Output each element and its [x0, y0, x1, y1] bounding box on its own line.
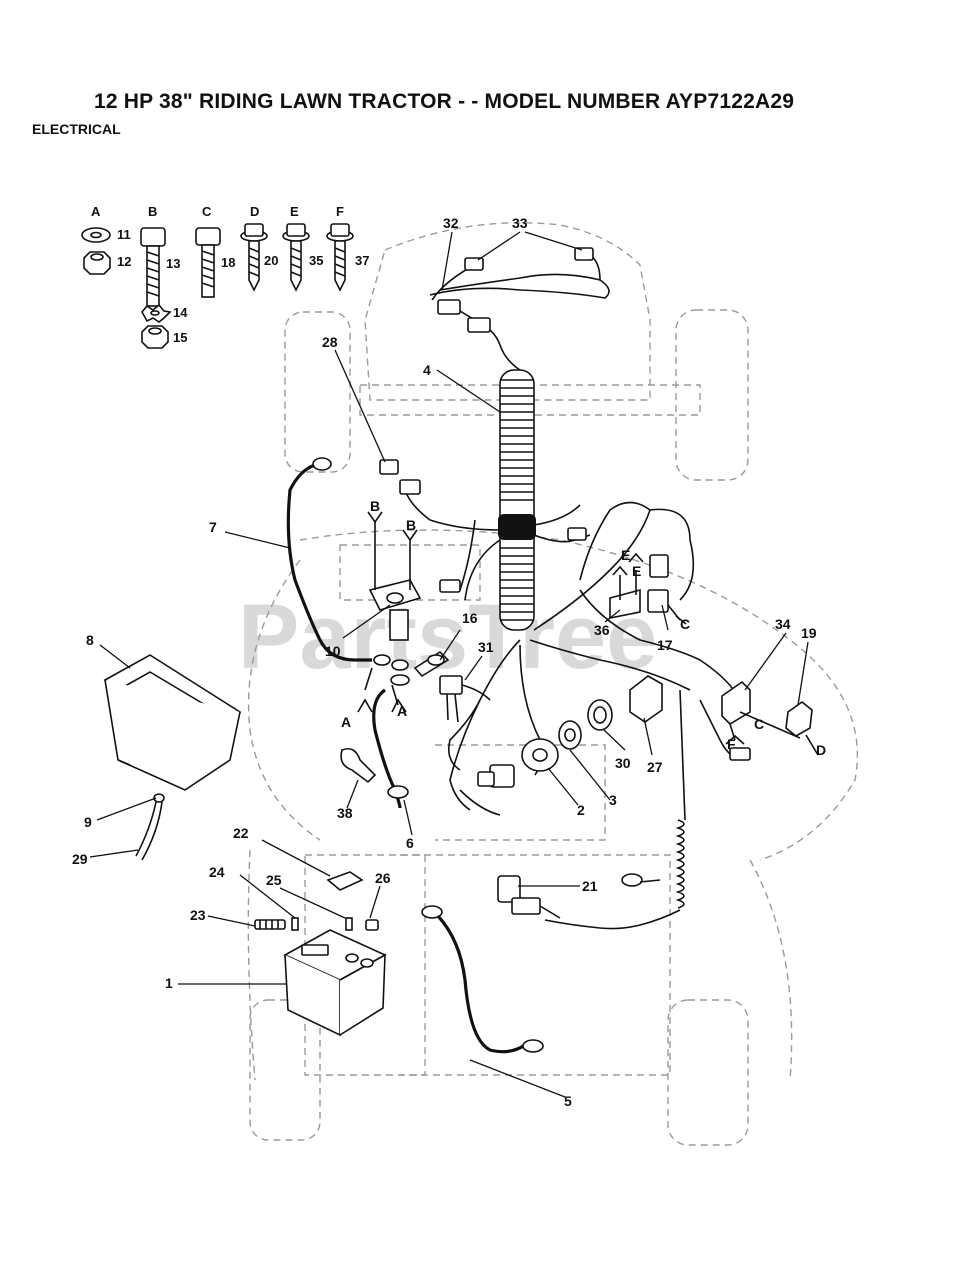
- callout-33: 33: [512, 215, 528, 231]
- key-part-15: 15: [173, 330, 187, 345]
- tractor-outline: [247, 222, 859, 1146]
- screw-icon: [326, 223, 354, 292]
- key-part-13: 13: [166, 256, 180, 271]
- callout-5: 5: [564, 1093, 572, 1109]
- seat-switch: [439, 675, 491, 723]
- callout-23: 23: [190, 907, 206, 923]
- horn-switch: [785, 700, 819, 756]
- callout-22: 22: [233, 825, 249, 841]
- relay-bracket: [609, 552, 644, 619]
- battery-box: [103, 654, 242, 791]
- ref-f: F: [727, 736, 736, 752]
- ref-b: B: [370, 498, 380, 514]
- harness-connector: [439, 579, 461, 593]
- ref-c: C: [680, 616, 690, 632]
- battery-hold-pad: [326, 871, 364, 891]
- ref-b: B: [406, 517, 416, 533]
- callout-24: 24: [209, 864, 225, 880]
- callout-36: 36: [594, 622, 610, 638]
- interlock-switch: [497, 873, 661, 919]
- ref-e: E: [621, 547, 630, 563]
- key-part-37: 37: [355, 253, 369, 268]
- callout-17: 17: [657, 637, 673, 653]
- callout-labels: 1 2 3 4 5 6 7 8 9 10 16 17 19 21 22 23 2…: [72, 215, 817, 1109]
- callout-38: 38: [337, 805, 353, 821]
- key-part-12: 12: [117, 254, 131, 269]
- terminal-cover: [340, 747, 377, 784]
- callout-3: 3: [609, 792, 617, 808]
- callout-19: 19: [801, 625, 817, 641]
- hex-nut-icon: [83, 251, 111, 275]
- key-letter-a: A: [91, 204, 101, 219]
- ref-c: C: [754, 716, 764, 732]
- wire-conduit: [498, 369, 536, 631]
- callout-1: 1: [165, 975, 173, 991]
- key-letter-e: E: [290, 204, 299, 219]
- callout-6: 6: [406, 835, 414, 851]
- switch-nut: [558, 720, 582, 750]
- bolt-icon: [195, 227, 221, 298]
- callout-4: 4: [423, 362, 431, 378]
- watermark: PartsTree: [238, 586, 657, 688]
- callout-29: 29: [72, 851, 88, 867]
- callout-2: 2: [577, 802, 585, 818]
- section-subtitle: ELECTRICAL: [32, 121, 121, 137]
- washer-icon: [81, 227, 111, 243]
- headlight-harness: [429, 247, 610, 371]
- starter-solenoid: [357, 511, 422, 713]
- long-bolt-icon: [140, 227, 166, 307]
- callout-21: 21: [582, 878, 598, 894]
- key-part-18: 18: [221, 255, 235, 270]
- key-part-11: 11: [117, 227, 131, 242]
- battery-hardware: [254, 917, 379, 931]
- callout-30: 30: [615, 755, 631, 771]
- callout-31: 31: [478, 639, 494, 655]
- star-washer-icon: [141, 303, 172, 323]
- key-part-20: 20: [264, 253, 278, 268]
- page-title: 12 HP 38" RIDING LAWN TRACTOR - - MODEL …: [94, 90, 795, 113]
- callout-32: 32: [443, 215, 459, 231]
- key-letter-f: F: [336, 204, 344, 219]
- ref-d: D: [816, 742, 826, 758]
- key-letter-d: D: [250, 204, 259, 219]
- key-part-35: 35: [309, 253, 323, 268]
- flange-screw-icon: [240, 223, 268, 292]
- battery-cable-positive: [372, 688, 409, 809]
- harness-connector: [567, 527, 587, 541]
- callout-7: 7: [209, 519, 217, 535]
- callout-10: 10: [325, 643, 341, 659]
- ignition-switch: [477, 738, 559, 788]
- battery-cable-negative: [421, 905, 544, 1054]
- callout-25: 25: [266, 872, 282, 888]
- callout-9: 9: [84, 814, 92, 830]
- key-letter-c: C: [202, 204, 212, 219]
- battery: [283, 929, 387, 1037]
- hardware-key: A B C D E F 11 12 13 14: [81, 204, 369, 349]
- switch-bezel: [587, 699, 613, 731]
- mounting-bracket: [721, 680, 801, 745]
- harness-connector: [729, 747, 751, 761]
- callout-28: 28: [322, 334, 338, 350]
- key-part-14: 14: [173, 305, 188, 320]
- tapping-screw-icon: [282, 223, 310, 292]
- hardware-ref-labels: B B A A E E C C F D: [341, 498, 826, 758]
- leader-lines: [89, 231, 809, 1098]
- fuse-holder: [379, 459, 421, 495]
- vent-tube: [135, 793, 165, 861]
- ref-e: E: [632, 563, 641, 579]
- coiled-lead: [544, 689, 686, 930]
- ref-a: A: [341, 714, 351, 730]
- callout-27: 27: [647, 759, 663, 775]
- ref-a: A: [397, 703, 407, 719]
- callout-26: 26: [375, 870, 391, 886]
- hex-nut-icon: [141, 325, 169, 349]
- ground-cable: [286, 457, 372, 662]
- callout-16: 16: [462, 610, 478, 626]
- callout-34: 34: [775, 616, 791, 632]
- pto-switch: [629, 675, 663, 723]
- terminal-boot: [413, 650, 450, 678]
- callout-8: 8: [86, 632, 94, 648]
- key-letter-b: B: [148, 204, 157, 219]
